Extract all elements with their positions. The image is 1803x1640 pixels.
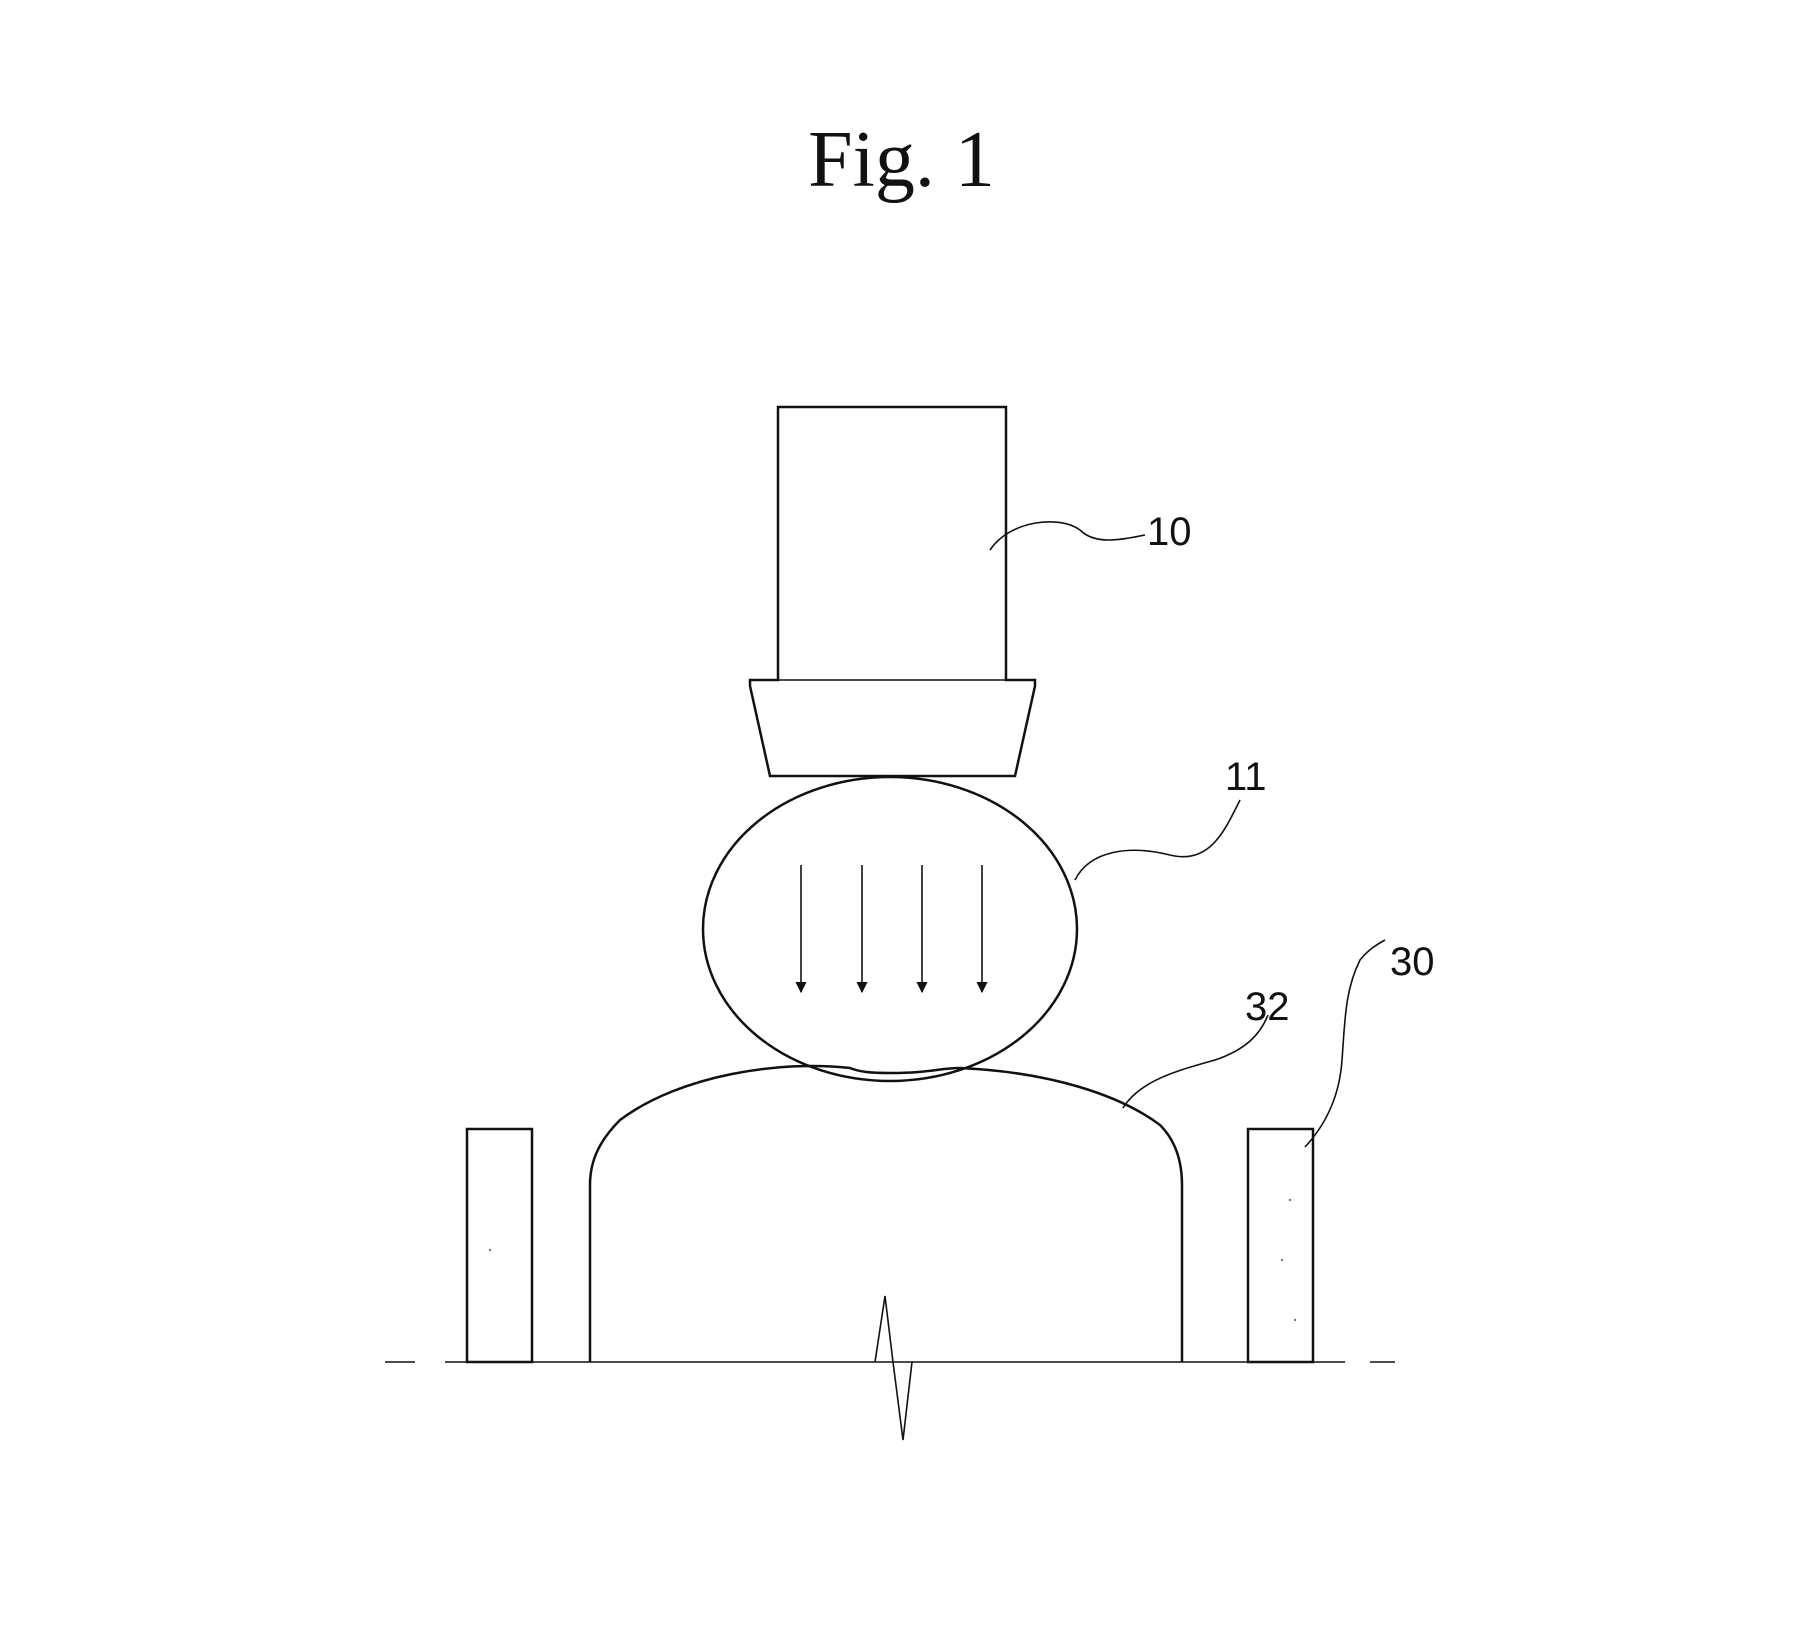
component-32-dome [590, 1066, 1182, 1440]
left-post [467, 1129, 532, 1362]
label-32: 32 [1245, 985, 1290, 1029]
leader-30 [1305, 940, 1385, 1147]
component-10-tool [750, 407, 1035, 776]
leader-10 [990, 522, 1145, 550]
label-11: 11 [1225, 755, 1267, 799]
leader-11 [1075, 800, 1240, 880]
label-10: 10 [1147, 510, 1192, 554]
leader-lines [990, 522, 1385, 1147]
component-11-ellipse [703, 777, 1077, 1081]
label-30: 30 [1390, 940, 1435, 984]
right-post [1248, 1129, 1313, 1362]
